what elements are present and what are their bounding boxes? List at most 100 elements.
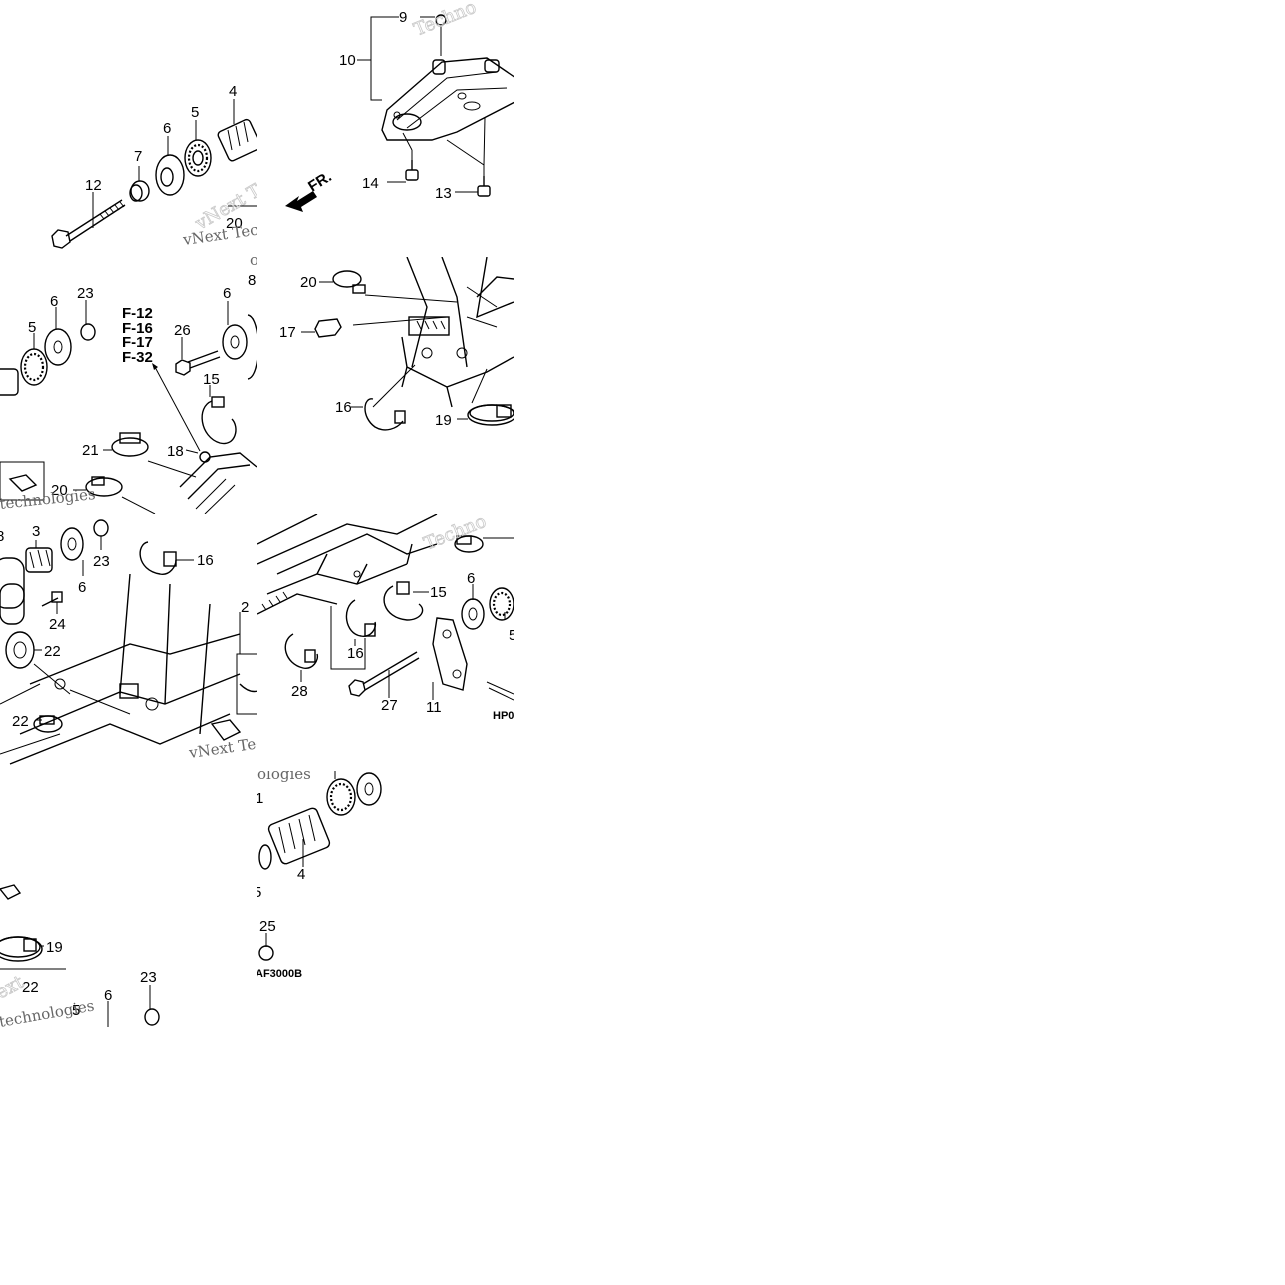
callout-4: 4: [297, 866, 305, 883]
watermark-text: ologies: [250, 257, 257, 269]
frame-code: F-12: [122, 305, 153, 322]
callout-5: 5: [28, 319, 36, 336]
mount-part-8: [247, 314, 257, 380]
clamp-part-top: [454, 535, 484, 553]
clamp-part-19: [467, 404, 514, 426]
bushing-part-5: [184, 139, 212, 177]
callout-23: 23: [93, 553, 110, 570]
tile-top-middle: 9 10 14 13 FR. Techno: [257, 0, 514, 257]
clamp-part-21: [111, 432, 149, 457]
callout-1: 1: [257, 790, 263, 807]
callout-14: 14: [362, 175, 379, 192]
bracket-part-11: [432, 617, 468, 691]
clamp-part-15: [201, 396, 237, 445]
callout-3: 3: [32, 523, 40, 540]
cylinder-part-8: [0, 557, 25, 625]
watermark-text: technologies: [0, 485, 96, 513]
callout-12: 12: [85, 177, 102, 194]
callout-20: 20: [51, 482, 68, 499]
inset-box: [0, 461, 45, 501]
callout-26: 26: [174, 322, 191, 339]
spacer-part-7: [129, 180, 150, 202]
nut-part-25: [258, 945, 274, 961]
bushing-part-end: [0, 368, 19, 396]
watermark-text: technologies: [0, 996, 96, 1028]
callout-20: 20: [226, 215, 243, 232]
callout-16: 16: [347, 645, 364, 662]
callout-20: 20: [300, 274, 317, 291]
front-marker-text: FR.: [305, 168, 335, 195]
clamp-part-17: [314, 318, 342, 338]
callout-22-b: 22: [12, 713, 29, 730]
callout-5: 5: [191, 104, 199, 121]
front-direction-arrow: FR.: [285, 168, 335, 212]
callout-13: 13: [435, 185, 452, 202]
bushing-part-4: [217, 118, 257, 162]
clamp-part-16: [345, 599, 377, 637]
washer-part-6: [60, 527, 84, 561]
callout-8: 8: [0, 528, 4, 545]
frame-code: F-16: [122, 320, 153, 337]
nut-part-23: [144, 1008, 160, 1026]
callout-25: 25: [259, 918, 276, 935]
callout-2: 2: [241, 599, 249, 616]
callout-23: 23: [140, 969, 157, 986]
frame-section: [401, 257, 514, 408]
watermark-text: vNext Technologies: [187, 723, 257, 762]
frame-code: F-17: [122, 334, 153, 351]
callout-17: 17: [279, 324, 296, 341]
clamp-part-16: [364, 398, 406, 431]
frame-section: [0, 573, 242, 765]
callout-7: 7: [134, 148, 142, 165]
skid-plate-part-10: [381, 57, 514, 141]
watermark-text: vNext Technologies: [191, 127, 257, 235]
clamp-part-22: [5, 631, 35, 669]
bolt-part-24: [41, 591, 63, 607]
callout-5: 5: [257, 884, 261, 901]
tile-second-left: 5 6 23 26 8 6 15 21 18 20 F-12 F-16 F-17…: [0, 257, 257, 514]
washer-part-6-partial: [356, 772, 382, 806]
callout-18: 18: [167, 443, 184, 460]
callout-24: 24: [49, 616, 66, 633]
bolt-part-26: [175, 350, 221, 376]
watermark-text: Techno: [421, 514, 489, 555]
callout-6-b: 6: [223, 285, 231, 302]
callout-16: 16: [335, 399, 352, 416]
clamp-part-15: [383, 581, 424, 621]
nut-part-23: [80, 323, 96, 341]
clamp-part-inset: [0, 884, 22, 900]
watermark-text: Techno: [411, 0, 479, 41]
bolt-part-partial: [486, 681, 514, 701]
bolt-part-12: [51, 199, 126, 249]
callout-4: 4: [229, 83, 237, 100]
tile-top-left: 12 7 6 5 4 20 vNext Technologies vNext T…: [0, 0, 257, 257]
bolt-part-9: [435, 14, 447, 56]
callout-22: 22: [44, 643, 61, 660]
callout-23: 23: [77, 285, 94, 302]
callout-19: 19: [435, 412, 452, 429]
callout-8: 8: [248, 272, 256, 289]
frame-code: F-32: [122, 349, 153, 366]
grommet-part-18: [199, 451, 211, 463]
bolt-part-13: [477, 176, 491, 197]
clamp-part-28: [284, 633, 319, 669]
tile-bottom-middle: 1 4 5 25 AF3000B ologies: [257, 771, 514, 1028]
callout-6: 6: [467, 570, 475, 587]
bushing-part-4: [258, 807, 331, 870]
tile-bottom-left: 19 22 23 6 5 ext technologies: [0, 771, 257, 1028]
inset-box: [236, 653, 257, 715]
callout-11: 11: [426, 699, 442, 716]
callout-15: 15: [430, 584, 447, 601]
callout-6: 6: [50, 293, 58, 310]
washer-part-6: [461, 598, 485, 630]
callout-5: 5: [72, 1002, 80, 1019]
watermark-text: ext: [0, 971, 28, 1003]
clamp-part-16: [139, 541, 177, 575]
clamp-part-19-partial: [239, 683, 257, 693]
callout-16: 16: [197, 552, 214, 569]
callout-6: 6: [163, 120, 171, 137]
washer-part-6: [44, 328, 72, 366]
callout-28: 28: [291, 683, 308, 700]
washer-part-6: [155, 154, 185, 196]
